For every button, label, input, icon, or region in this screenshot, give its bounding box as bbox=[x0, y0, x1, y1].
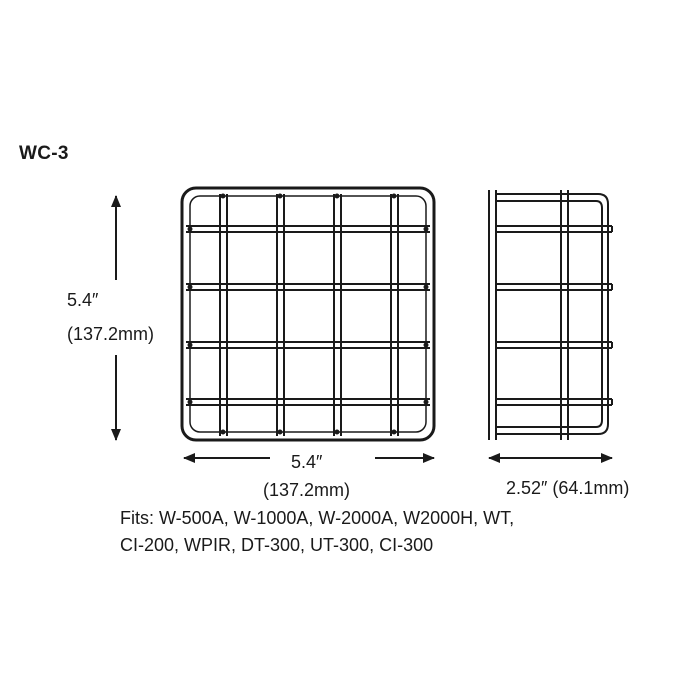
front-view bbox=[180, 186, 436, 442]
width-metric: (137.2mm) bbox=[263, 480, 351, 500]
height-metric: (137.2mm) bbox=[67, 324, 155, 344]
width-value: 5.4″ bbox=[291, 452, 323, 472]
side-view bbox=[488, 190, 613, 440]
depth-label: 2.52″ (64.1mm) bbox=[506, 478, 630, 498]
model-title: WC-3 bbox=[19, 143, 69, 164]
fits-line-1: Fits: W-500A, W-1000A, W-2000A, W2000H, … bbox=[120, 508, 515, 528]
height-value: 5.4″ bbox=[67, 290, 99, 310]
fits-line-2: CI-200, WPIR, DT-300, UT-300, CI-300 bbox=[120, 535, 434, 555]
